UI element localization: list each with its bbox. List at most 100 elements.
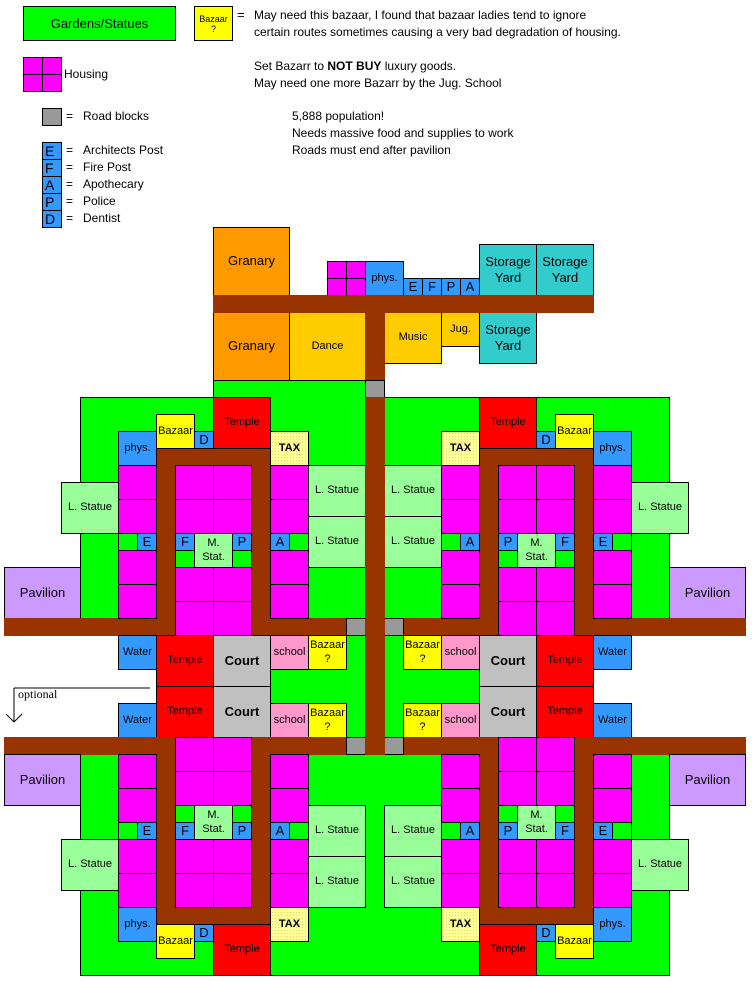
legend-equals: = [66, 211, 74, 225]
water-supply: Water [593, 635, 632, 670]
housing [536, 873, 575, 908]
large-statue: L. Statue [308, 805, 366, 857]
architects-post: E [593, 822, 613, 840]
dance-school: Dance [289, 312, 366, 381]
housing [593, 873, 632, 908]
pavilion: Pavilion [4, 567, 81, 619]
temple: Temple [536, 686, 594, 738]
housing [441, 754, 480, 789]
police: P [498, 822, 518, 840]
road [251, 737, 366, 755]
tax-office: TAX [441, 907, 480, 942]
road-block [346, 618, 366, 636]
garden [289, 822, 309, 840]
police: P [232, 822, 252, 840]
road [384, 737, 499, 755]
housing [536, 737, 575, 772]
tax-office: TAX [270, 907, 309, 942]
medium-statue: M. Stat. [517, 805, 556, 840]
legend-service-label: Apothecary [83, 177, 144, 191]
garden [441, 822, 461, 840]
housing [118, 550, 157, 585]
legend-service-p: P [42, 193, 62, 211]
school: school [270, 635, 309, 670]
housing [593, 839, 632, 874]
granary: Granary [213, 227, 290, 296]
dentist: D [536, 431, 556, 449]
legend-service-label: Police [83, 194, 116, 208]
fire-post: F [175, 533, 195, 551]
water-supply: Water [118, 703, 157, 738]
legend-equals: = [66, 177, 74, 191]
housing [213, 873, 252, 908]
large-statue: L. Statue [384, 856, 442, 908]
storage-yard: Storage Yard [479, 244, 537, 296]
housing [213, 601, 252, 636]
needs-note: Needs massive food and supplies to work [292, 126, 514, 140]
road [251, 465, 271, 619]
housing [213, 465, 252, 500]
housing [536, 771, 575, 806]
tax-office: TAX [441, 431, 480, 466]
housing [498, 839, 537, 874]
road [251, 618, 366, 636]
temple: Temple [156, 635, 214, 687]
housing [270, 788, 309, 823]
apothecary: A [270, 822, 290, 840]
fire-post: F [175, 822, 195, 840]
housing-cell [23, 74, 43, 92]
housing [441, 499, 480, 534]
housing [536, 839, 575, 874]
optional-label: optional [18, 687, 58, 701]
physician: phys. [365, 261, 404, 296]
garden [498, 550, 518, 568]
courthouse: Court [479, 635, 537, 687]
housing [175, 465, 214, 500]
road [574, 465, 594, 619]
roads-note: Roads must end after pavilion [292, 143, 451, 157]
set-bold: NOT BUY [327, 59, 382, 73]
dentist: D [194, 924, 214, 942]
bazaar: Bazaar [156, 924, 195, 959]
housing [536, 499, 575, 534]
legend-roadblock-label: Road blocks [83, 109, 150, 123]
road [156, 465, 176, 619]
housing [270, 754, 309, 789]
housing [498, 601, 537, 636]
housing [118, 499, 157, 534]
temple: Temple [156, 686, 214, 738]
housing-cell [42, 74, 62, 92]
housing [118, 788, 157, 823]
set-bazarr-note: Set Bazarr to NOT BUY luxury goods. [254, 58, 456, 75]
housing [593, 499, 632, 534]
road [4, 618, 176, 636]
housing [346, 278, 366, 296]
storage-yard: Storage Yard [536, 244, 594, 296]
large-statue: L. Statue [384, 805, 442, 857]
bazaar-note-line1: May need this bazaar, I found that bazaa… [254, 8, 587, 22]
large-statue: L. Statue [384, 516, 442, 568]
housing [213, 839, 252, 874]
garden [118, 822, 138, 840]
housing [270, 839, 309, 874]
fire-post: F [555, 822, 575, 840]
architects-post: E [137, 533, 157, 551]
physician: phys. [118, 431, 157, 466]
road [574, 737, 746, 755]
housing [498, 567, 537, 602]
storage-yard: Storage Yard [479, 312, 537, 364]
architects-post: E [403, 278, 423, 296]
juggler-school: Jug. [441, 312, 480, 347]
housing [441, 839, 480, 874]
road [574, 754, 594, 908]
garden [175, 805, 195, 823]
garden [289, 533, 309, 551]
housing [175, 737, 214, 772]
garden [555, 550, 575, 568]
garden [498, 805, 518, 823]
housing [536, 601, 575, 636]
road [384, 618, 499, 636]
housing [270, 584, 309, 619]
housing [118, 584, 157, 619]
bazaar-optional: Bazaar ? [308, 635, 347, 670]
